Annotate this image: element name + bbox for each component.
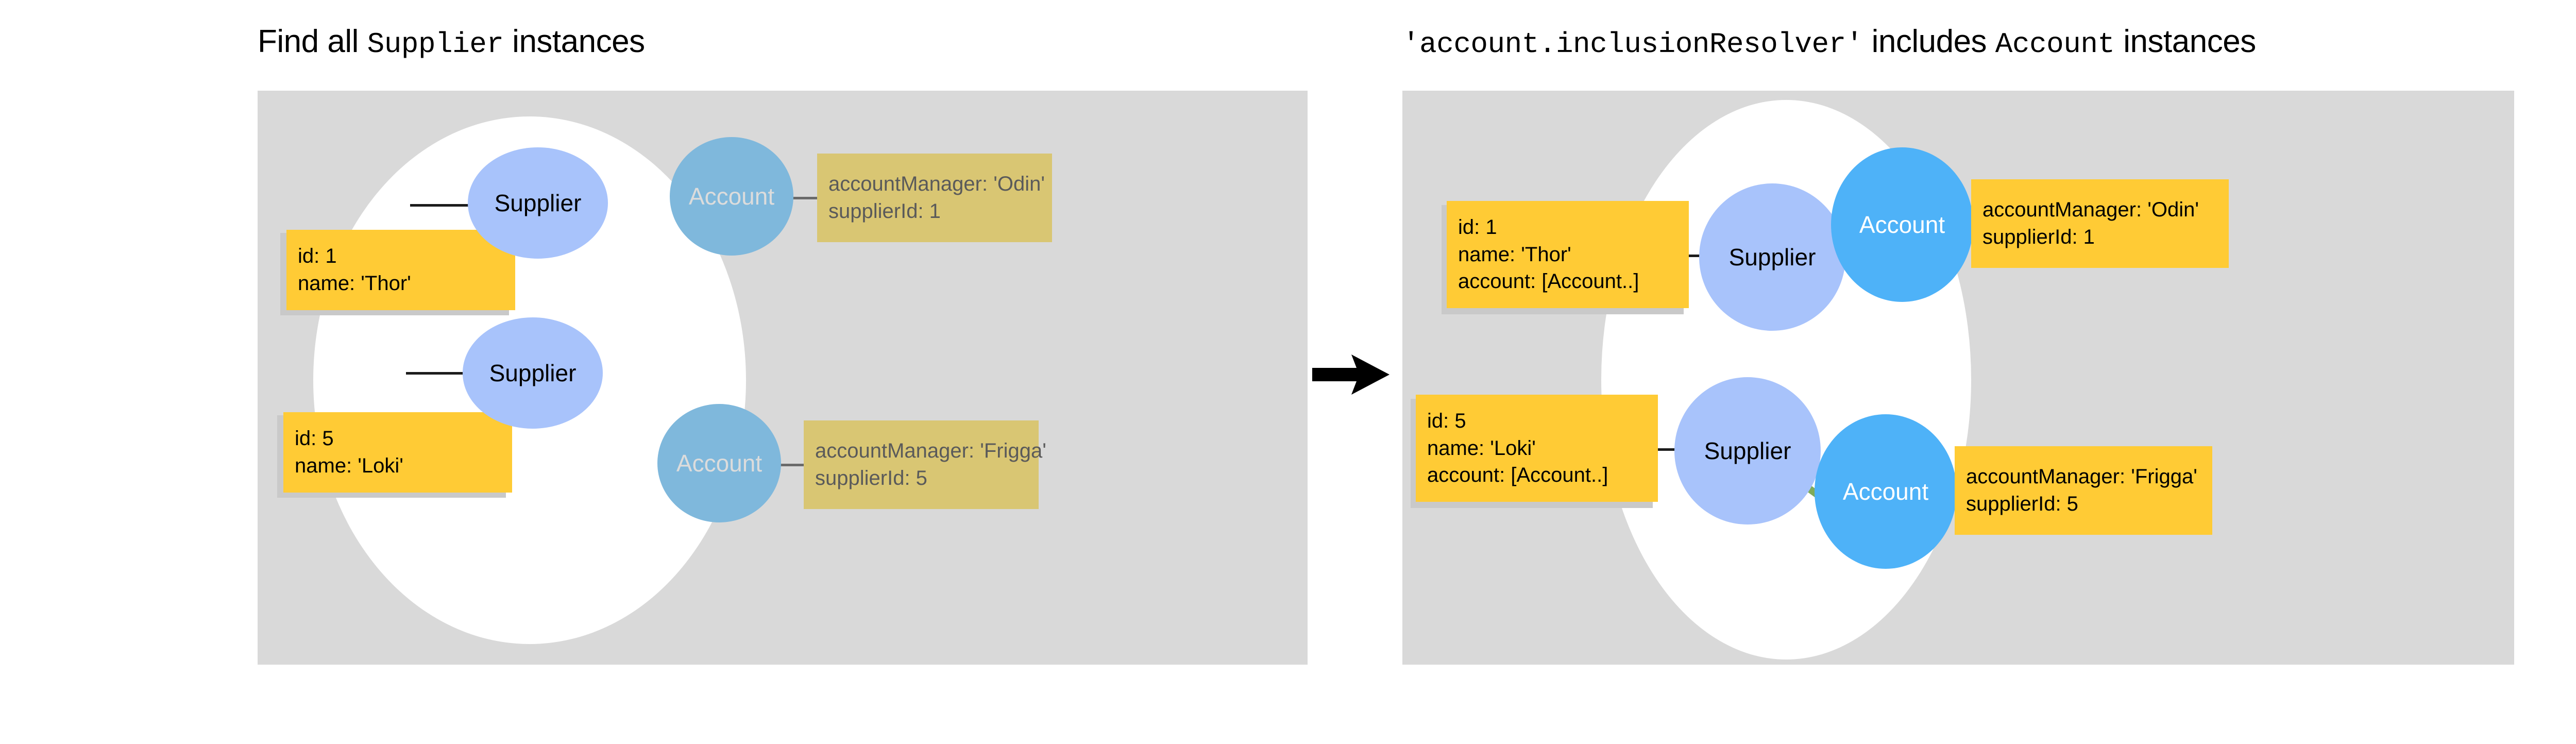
node-label: Supplier [489, 360, 577, 386]
left-account-attrbox-1[interactable]: accountManager: 'Odin' supplierId: 1 [817, 154, 1052, 242]
right-panel: id: 1 name: 'Thor' account: [Account..] … [1402, 91, 2514, 665]
node-label: Supplier [1704, 437, 1791, 464]
right-supplier-node-2[interactable]: Supplier [1674, 377, 1821, 525]
right-title-mid: includes [1862, 24, 1995, 59]
attr-line: name: 'Loki' [1427, 436, 1536, 460]
right-account-attrbox-2[interactable]: accountManager: 'Frigga' supplierId: 5 [1955, 446, 2212, 535]
attr-line: supplierId: 1 [828, 200, 941, 223]
left-supplier-node-2[interactable]: Supplier [463, 317, 603, 429]
right-supplier-node-1[interactable]: Supplier [1699, 183, 1845, 331]
arrow-right-icon [1312, 354, 1389, 395]
left-link-account-2 [777, 464, 804, 466]
left-title-code: Supplier [367, 28, 504, 61]
left-account-node-1[interactable]: Account [670, 137, 793, 256]
node-label: Account [1859, 211, 1945, 238]
attr-line: accountManager: 'Odin' [1982, 198, 2199, 222]
attr-line: name: 'Loki' [295, 454, 403, 477]
attr-line: supplierId: 5 [1966, 493, 2078, 515]
right-supplier-attrbox-1[interactable]: id: 1 name: 'Thor' account: [Account..] [1447, 201, 1689, 308]
attr-line: account: [Account..] [1427, 464, 1608, 487]
left-supplier-node-1[interactable]: Supplier [468, 147, 608, 259]
attr-line: id: 5 [295, 427, 334, 450]
right-supplier-attrbox-2[interactable]: id: 5 name: 'Loki' account: [Account..] [1416, 395, 1658, 502]
attr-line: accountManager: 'Frigga' [1966, 465, 2197, 488]
attr-line: account: [Account..] [1458, 270, 1639, 293]
left-supplier-attrbox-2[interactable]: id: 5 name: 'Loki' [283, 412, 512, 493]
attr-line: supplierId: 5 [815, 467, 927, 489]
left-link-supplier-2 [406, 372, 469, 375]
right-title-code-2: Account [1995, 28, 2115, 61]
left-title-prefix: Find all [258, 24, 367, 59]
node-label: Account [688, 183, 775, 210]
node-label: Account [1842, 478, 1929, 505]
right-title-suffix: instances [2114, 24, 2256, 59]
right-title-code: 'account.inclusionResolver' [1402, 28, 1863, 61]
left-account-node-2[interactable]: Account [657, 404, 781, 522]
left-panel-title: Find all Supplier instances [258, 23, 645, 61]
attr-line: id: 1 [298, 245, 337, 268]
right-account-node-2[interactable]: Account [1815, 414, 1957, 569]
left-link-supplier-1 [410, 204, 472, 207]
left-panel: id: 1 name: 'Thor' id: 5 name: 'Loki' Su… [258, 91, 1308, 665]
left-supplier-attrbox-1[interactable]: id: 1 name: 'Thor' [286, 230, 515, 310]
right-account-attrbox-1[interactable]: accountManager: 'Odin' supplierId: 1 [1971, 179, 2229, 268]
left-link-account-1 [790, 197, 817, 199]
attr-line: supplierId: 1 [1982, 226, 2095, 248]
node-label: Account [676, 450, 762, 477]
right-link-supplier-1 [1677, 255, 1702, 257]
right-panel-title: 'account.inclusionResolver' includes Acc… [1402, 23, 2256, 61]
attr-line: accountManager: 'Frigga' [815, 439, 1046, 463]
left-account-attrbox-2[interactable]: accountManager: 'Frigga' supplierId: 5 [804, 420, 1046, 509]
attr-line: name: 'Thor' [298, 272, 411, 295]
left-title-suffix: instances [503, 24, 645, 59]
node-label: Supplier [494, 190, 582, 216]
right-account-node-1[interactable]: Account [1831, 147, 1973, 302]
right-link-supplier-2 [1647, 448, 1679, 451]
attr-line: accountManager: 'Odin' [828, 173, 1045, 196]
attr-line: id: 5 [1427, 409, 1466, 432]
attr-line: id: 1 [1458, 215, 1497, 239]
attr-line: name: 'Thor' [1458, 243, 1571, 266]
node-label: Supplier [1728, 244, 1816, 270]
